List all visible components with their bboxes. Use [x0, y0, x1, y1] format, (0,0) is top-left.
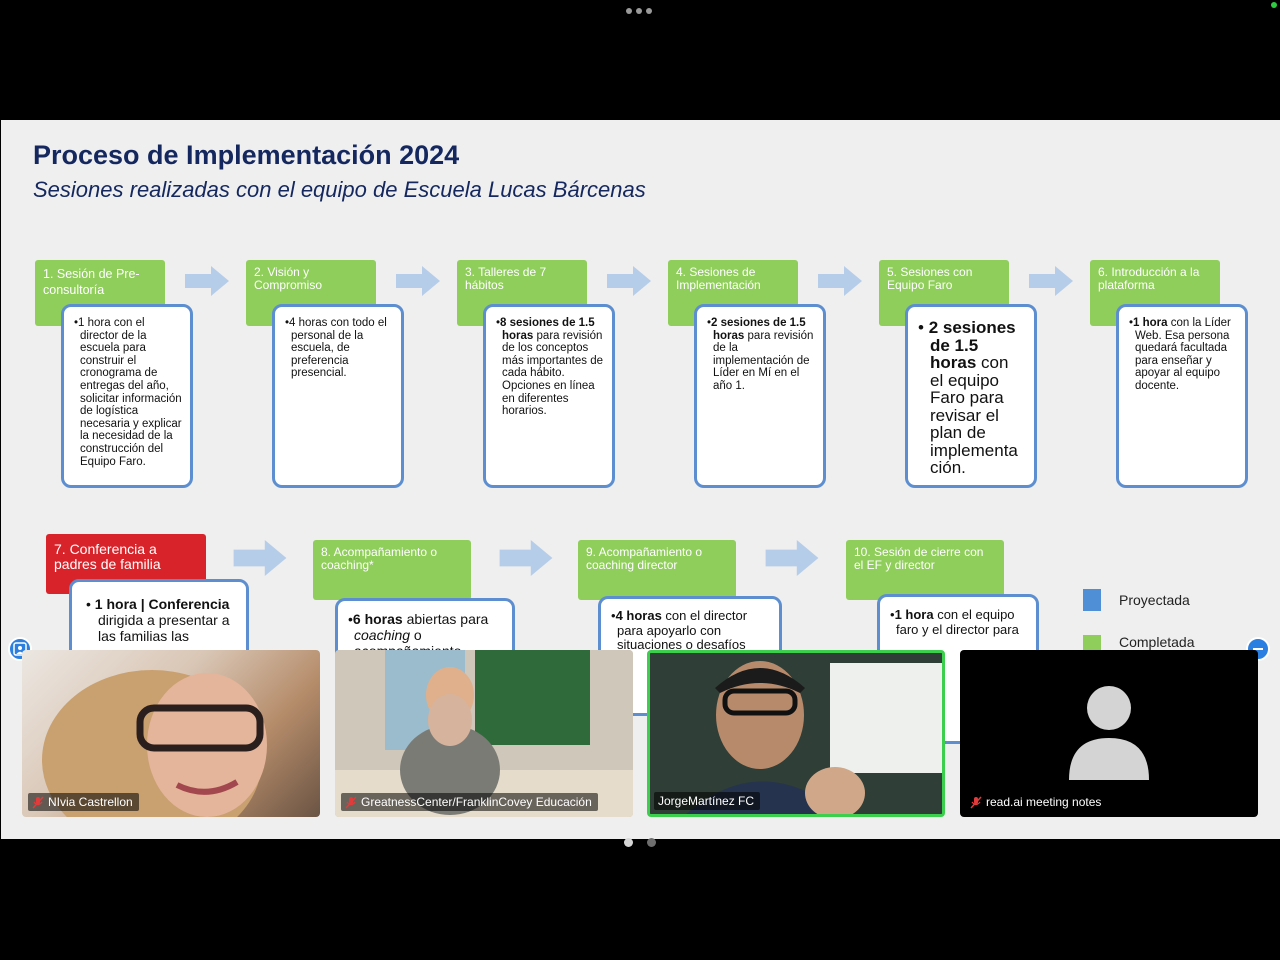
step-9-text: •4 horas con el director para apoyarlo c…	[611, 608, 748, 652]
step-3-text: •8 sesiones de 1.5 horas para revisión d…	[496, 317, 603, 418]
participant-tile[interactable]: NIvia Castrellon	[22, 650, 320, 817]
participant-name: read.ai meeting notes	[986, 795, 1102, 809]
step-8-bold: 6 horas	[352, 611, 403, 627]
legend-completed-label: Completada	[1119, 634, 1195, 650]
step-4-text: •2 sesiones de 1.5 horas para revisión d…	[707, 317, 814, 392]
step-10-text: •1 hora con el equipo faro y el director…	[890, 607, 1019, 637]
gallery-pagination	[624, 838, 656, 847]
step-6-bold: 1 hora	[1133, 317, 1168, 329]
step-6-text: •1 hora con la Líder Web. Esa persona qu…	[1129, 317, 1231, 392]
arrow-right-icon	[499, 540, 553, 576]
arrow-right-icon	[765, 540, 819, 576]
status-indicator	[1271, 2, 1277, 8]
participant-video-frame	[650, 653, 942, 814]
arrow-right-icon	[1029, 266, 1073, 296]
participant-tile[interactable]: read.ai meeting notes	[960, 650, 1258, 817]
step-1-text: •1 hora con el director de la escuela pa…	[74, 317, 182, 468]
step-2-text: •4 horas con todo el personal de la escu…	[285, 317, 387, 380]
step-9-header: 9. Acompañamiento o coaching director	[578, 540, 736, 600]
participant-name: GreatnessCenter/FranklinCovey Educación	[361, 795, 592, 809]
top-more-menu[interactable]	[626, 8, 652, 14]
legend-projected-label: Proyectada	[1119, 592, 1190, 608]
participant-name-label: JorgeMartínez FC	[654, 792, 761, 810]
step-10-bold: 1 hora	[894, 607, 934, 622]
slide-subtitle: Sesiones realizadas con el equipo de Esc…	[33, 177, 646, 202]
step-2-box: •4 horas con todo el personal de la escu…	[272, 304, 404, 488]
step-5-text: • 2 sesiones de 1.5 horas con el equipo …	[918, 318, 1018, 477]
step-6-box: •1 hora con la Líder Web. Esa persona qu…	[1116, 304, 1248, 488]
arrow-right-icon	[396, 266, 440, 296]
slide-title: Proceso de Implementación 2024	[33, 140, 460, 170]
mic-muted-icon	[345, 795, 357, 809]
participant-name-label: NIvia Castrellon	[28, 793, 139, 811]
arrow-right-icon	[185, 266, 229, 296]
legend-projected-swatch	[1083, 589, 1101, 611]
arrow-right-icon	[233, 540, 287, 576]
participant-video-frame	[335, 650, 633, 817]
step-1-box: •1 hora con el director de la escuela pa…	[61, 304, 193, 488]
minus-icon	[1253, 648, 1263, 650]
participant-name: JorgeMartínez FC	[658, 794, 755, 808]
page-dot-active[interactable]	[624, 838, 633, 847]
participant-tile[interactable]: GreatnessCenter/FranklinCovey Educación	[335, 650, 633, 817]
step-4-box: •2 sesiones de 1.5 horas para revisión d…	[694, 304, 826, 488]
step-3-rest: para revisión de los conceptos más impor…	[502, 329, 603, 418]
participant-name-label: GreatnessCenter/FranklinCovey Educación	[341, 793, 598, 811]
participant-tile-active-speaker[interactable]: JorgeMartínez FC	[647, 650, 945, 817]
step-8-header: 8. Acompañamiento o coaching*	[313, 540, 471, 600]
arrow-right-icon	[607, 266, 651, 296]
participant-name-label: read.ai meeting notes	[966, 793, 1108, 811]
step-8-italic: coaching	[354, 627, 411, 643]
step-10-header: 10. Sesión de cierre con el EF y directo…	[846, 540, 1004, 600]
mic-muted-icon	[970, 795, 982, 809]
step-9-bold: 4 horas	[615, 608, 662, 623]
participant-name: NIvia Castrellon	[48, 795, 133, 809]
step-5-box: • 2 sesiones de 1.5 horas con el equipo …	[905, 304, 1037, 488]
step-9-rest: con el director para apoyarlo con situac…	[617, 608, 748, 652]
step-7-rest: dirigida a presentar a las familias las	[98, 612, 230, 644]
step-10-rest: con el equipo faro y el director para	[896, 607, 1019, 637]
step-6-rest: con la Líder Web. Esa persona quedará fa…	[1135, 317, 1231, 392]
step-3-bold: 8 sesiones de 1.5 horas	[500, 317, 595, 342]
participant-video-frame	[42, 670, 267, 817]
step-5-bold: 2 sesiones de 1.5 horas	[928, 318, 1016, 372]
step-4-bold: 2 sesiones de 1.5 horas	[711, 317, 806, 342]
page-dot[interactable]	[647, 838, 656, 847]
gallery-view-button[interactable]	[8, 637, 32, 661]
person-icon	[13, 642, 27, 656]
step-7-bold: 1 hora | Conferencia	[94, 596, 230, 612]
arrow-right-icon	[818, 266, 862, 296]
step-8-rest: abiertas para	[402, 611, 489, 627]
step-5-rest: con el equipo Faro para revisar el plan …	[930, 353, 1018, 477]
step-3-box: •8 sesiones de 1.5 horas para revisión d…	[483, 304, 615, 488]
step-7-text: • 1 hora | Conferencia dirigida a presen…	[86, 596, 230, 644]
step-4-rest: para revisión de la implementación de Lí…	[713, 329, 814, 392]
avatar-placeholder-icon	[1069, 686, 1149, 780]
mic-muted-icon	[32, 795, 44, 809]
